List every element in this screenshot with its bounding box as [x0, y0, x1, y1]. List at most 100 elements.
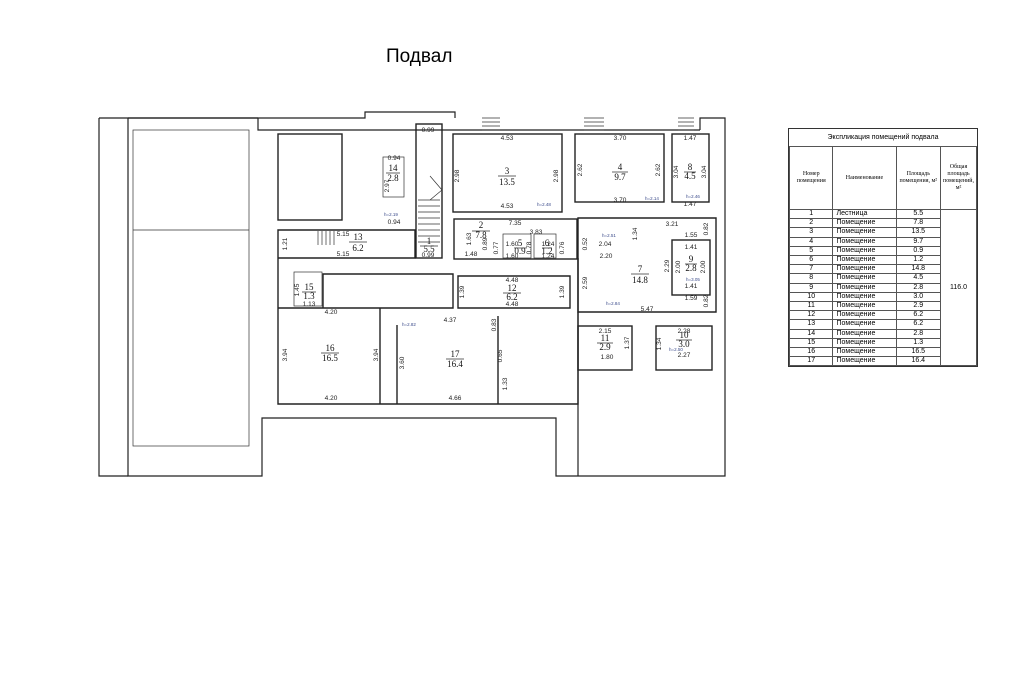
room-number-cell: 6 — [788, 255, 834, 266]
room-3-num: 3 — [505, 166, 510, 176]
room-number-cell: 2 — [788, 218, 834, 229]
room-4-area: 9.7 — [614, 172, 626, 182]
dim: 3.60 — [399, 356, 406, 369]
room-area-cell: 2.8 — [895, 282, 942, 293]
room-16-area: 16.5 — [322, 353, 338, 363]
h-room-7a: h=2.51 — [602, 233, 616, 238]
room-name-cell: Помещение — [832, 310, 897, 321]
dim: 1.39 — [559, 285, 566, 298]
dim: 4.53 — [501, 135, 514, 142]
room-4 — [574, 133, 665, 203]
room-number-cell: 4 — [788, 236, 834, 247]
room-number-cell: 8 — [788, 273, 834, 284]
room-14 — [382, 156, 405, 198]
col-number-header: Номер помещения — [788, 146, 834, 210]
room-8-num: 8 — [688, 162, 693, 172]
dim: 3.94 — [373, 348, 380, 361]
dim: 2.27 — [678, 352, 691, 359]
dim: 1.24 — [542, 241, 555, 248]
room-area-cell: 1.3 — [895, 337, 942, 349]
room-area-cell: 16.4 — [895, 356, 942, 367]
room-area-cell: 14.8 — [895, 264, 942, 275]
room-1-num: 1 — [427, 236, 432, 246]
dim: 0.65 — [497, 349, 504, 362]
room-area-cell: 13.5 — [895, 227, 942, 238]
col-name-header: Наименование — [832, 146, 897, 210]
room-8-area: 4.5 — [684, 171, 696, 181]
explication-table: Экспликация помещений подвала Номер поме… — [788, 128, 978, 368]
dim: 2.00 — [675, 260, 682, 273]
room-area-cell: 2.9 — [895, 301, 942, 312]
h-room-10: h=2.50 — [669, 347, 683, 352]
room-4-num: 4 — [618, 162, 623, 172]
dim: 0.94 — [388, 155, 401, 162]
room-area-cell: 3.0 — [895, 291, 942, 303]
room-7-num: 7 — [638, 264, 643, 274]
dim: 1.21 — [282, 237, 289, 250]
dim: 4.20 — [325, 395, 338, 402]
dim: 3.70 — [614, 197, 627, 204]
dim: 2.62 — [577, 163, 584, 176]
total-area-cell: 116.0 — [940, 208, 977, 367]
room-7 — [577, 217, 717, 313]
room-name-cell: Помещение — [832, 245, 897, 257]
h-room-4: h=2.14 — [645, 196, 659, 201]
room-15-area: 1.3 — [303, 291, 315, 301]
outer-wall-left — [98, 118, 128, 477]
room-labels: 1 5.5 2 7.8 3 13.5 4 9.7 5 0.9 6 1.2 7 1… — [303, 162, 697, 369]
room-name-cell: Помещение — [832, 328, 897, 339]
dim: 5.47 — [641, 306, 654, 313]
dim: 2.15 — [599, 328, 612, 335]
outer-wall — [99, 111, 726, 477]
room-9-num: 9 — [689, 254, 694, 264]
explication-grid: Номер помещения Наименование Площадь пом… — [788, 146, 977, 367]
room-15 — [293, 271, 323, 307]
room-13-num: 13 — [354, 232, 364, 242]
room-area-cell: 5.5 — [895, 208, 942, 220]
room-14-num: 14 — [389, 163, 399, 173]
dim: 0.89 — [482, 237, 489, 250]
room-3 — [452, 133, 563, 213]
col-total-header: Общая площадь помещений, м² — [940, 146, 977, 210]
h-room-3: h=2.48 — [537, 202, 551, 207]
dim: 2.62 — [655, 163, 662, 176]
room-name-cell: Помещение — [832, 319, 897, 330]
room-8 — [671, 133, 710, 203]
dim: 3.70 — [614, 135, 627, 142]
room-name-cell: Помещение — [832, 337, 897, 349]
room-number-cell: 15 — [788, 337, 834, 349]
left-block — [132, 129, 250, 447]
h-room-17: h=2.82 — [402, 322, 416, 327]
room-13-area: 6.2 — [352, 243, 363, 253]
dim: 7.35 — [509, 220, 522, 227]
room-2 — [453, 218, 578, 260]
dim: 1.47 — [684, 135, 697, 142]
room-number-cell: 16 — [788, 347, 834, 358]
room-2-area: 7.8 — [475, 230, 487, 240]
dim: 1.63 — [466, 232, 473, 245]
room-name-cell: Помещение — [832, 236, 897, 247]
dim: 5.15 — [337, 231, 350, 238]
room-area-cell: 6.2 — [895, 319, 942, 330]
stair-steps — [418, 175, 443, 243]
room-10 — [655, 325, 713, 371]
room-block-nw — [277, 133, 343, 221]
col-area-header: Площадь помещения, м² — [895, 146, 942, 210]
stair-13 — [317, 231, 335, 245]
h-room-14: h=2.19 — [384, 212, 398, 217]
dim: 1.55 — [685, 232, 698, 239]
room-5-num: 5 — [518, 238, 523, 248]
room-number-cell: 1 — [788, 208, 834, 220]
room-number-cell: 17 — [788, 356, 834, 367]
h-room-7b: h=2.84 — [606, 301, 620, 306]
dim: 2.04 — [599, 241, 612, 248]
